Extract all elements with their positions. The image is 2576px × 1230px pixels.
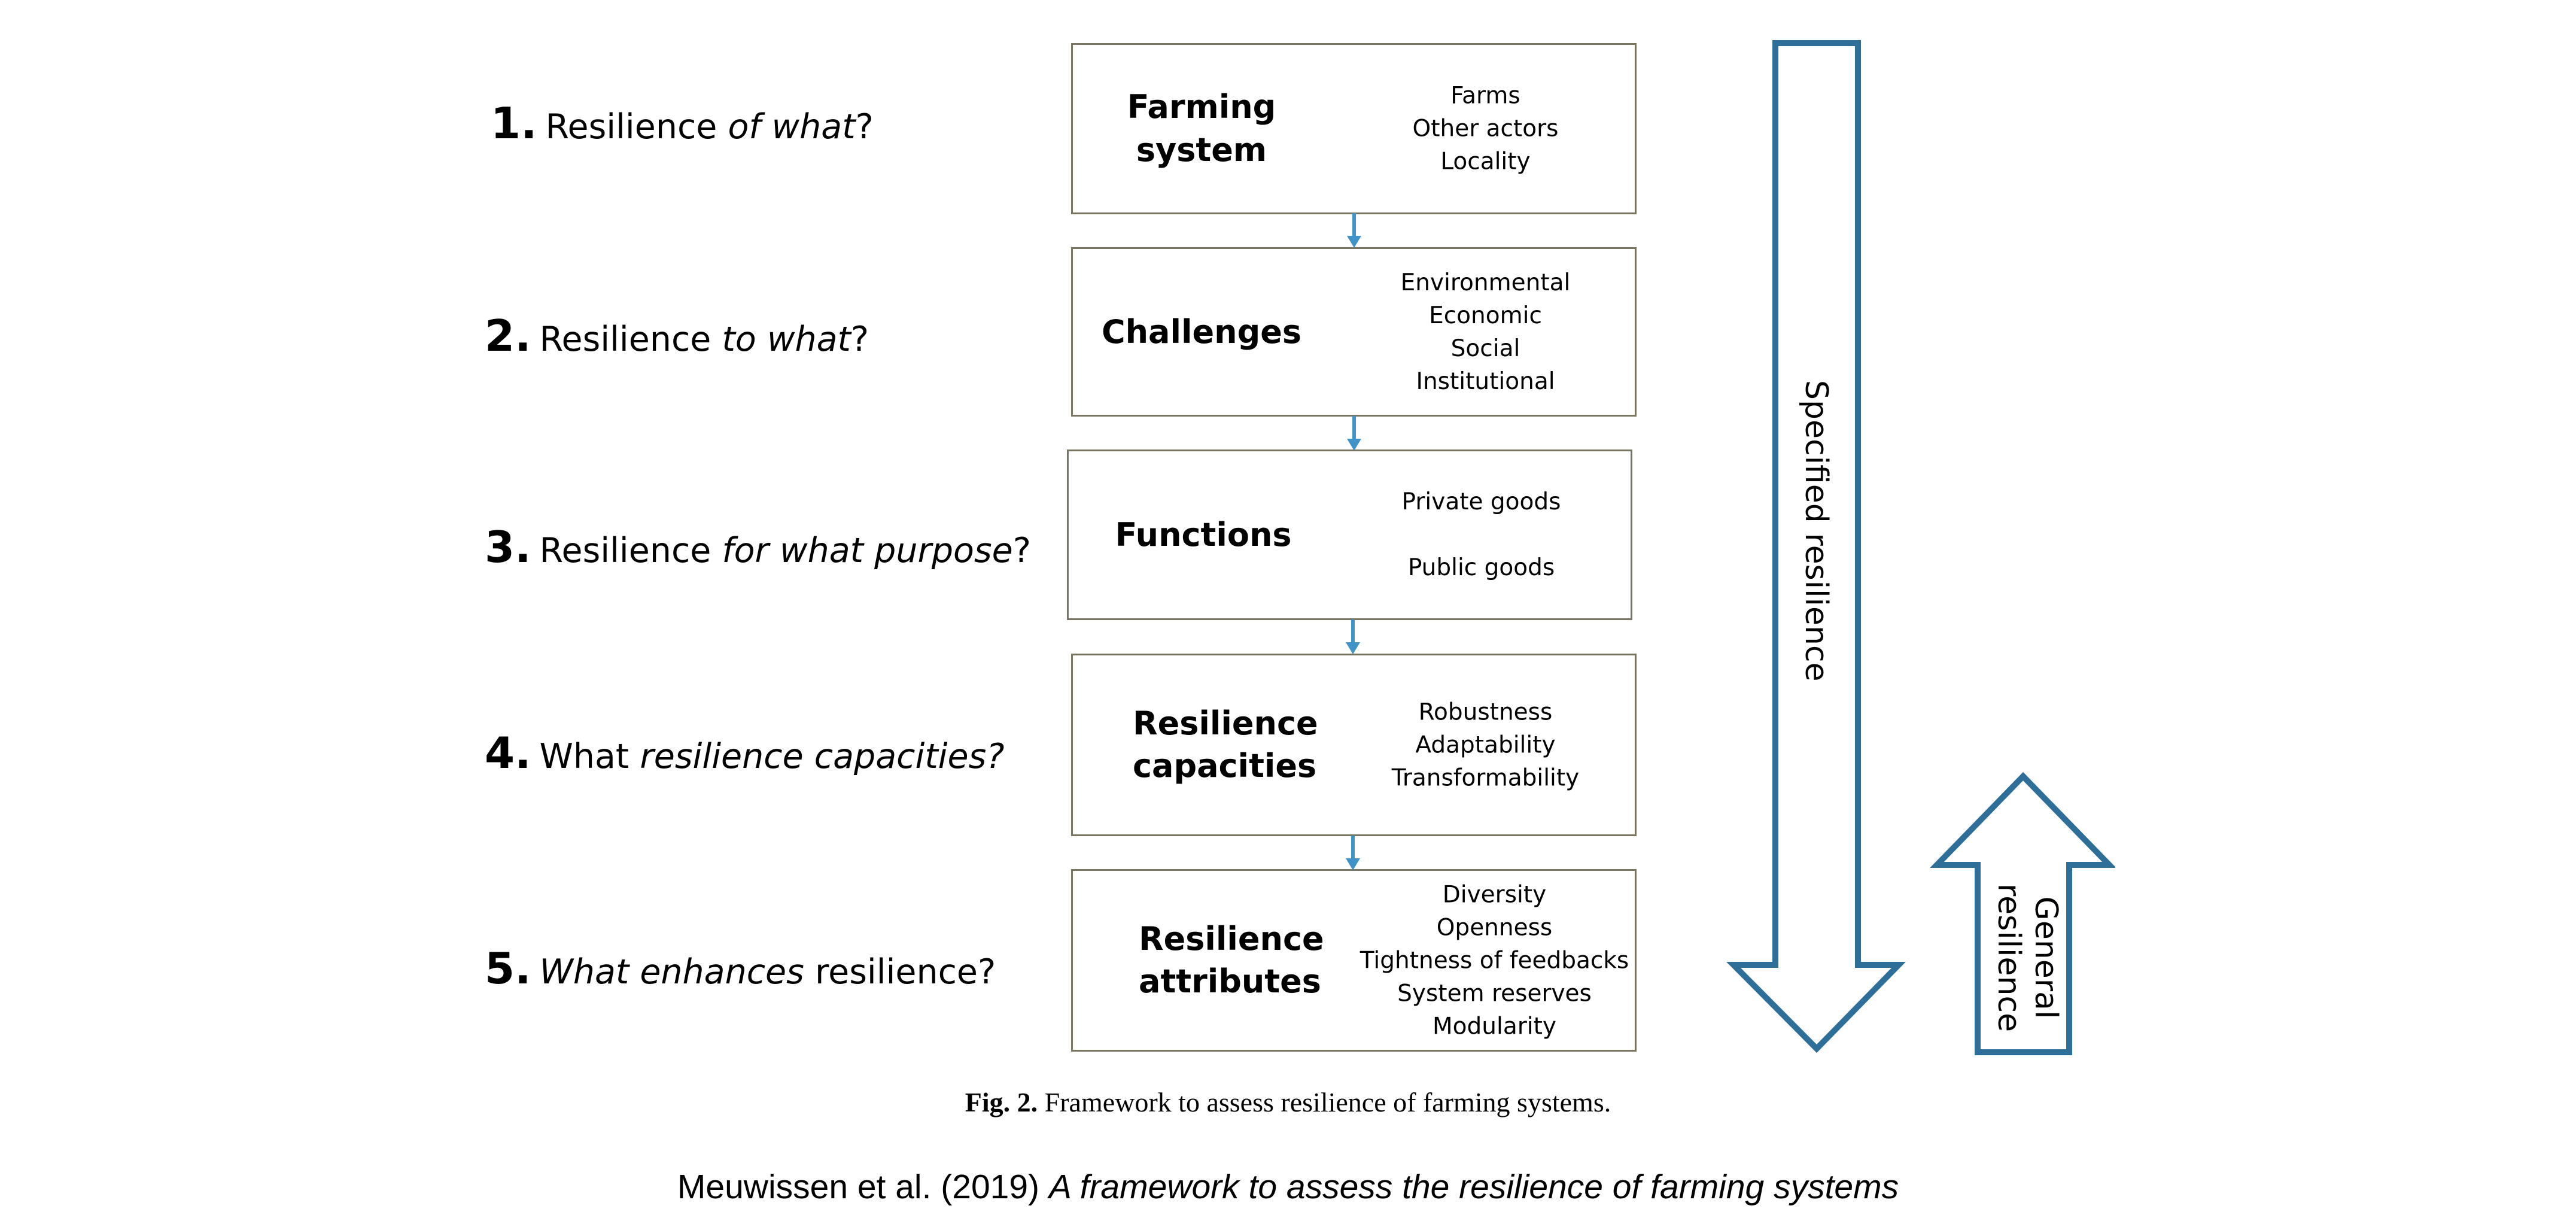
list-item: Adaptability (1415, 731, 1556, 758)
question-number: 3. (485, 522, 531, 572)
question-2: 2.Resilience to what? (485, 314, 869, 357)
list-item: Public goods (1407, 554, 1555, 581)
box-items: Diversity Openness Tightness of feedback… (1354, 878, 1635, 1043)
box-title: Challenges (1101, 312, 1302, 351)
list-item: Diversity (1442, 881, 1547, 908)
question-5: 5.What enhances resilience? (485, 947, 996, 990)
box-title: Resilience attributes (1139, 919, 1324, 1001)
list-item: Environmental (1400, 269, 1571, 296)
question-suffix: ? (1012, 531, 1031, 570)
list-item: Tightness of feedbacks (1360, 947, 1629, 974)
credit-authors: Meuwissen et al. (2019) (677, 1168, 1049, 1206)
list-item: Institutional (1416, 368, 1555, 395)
box-functions: Functions Private goods Public goods (1067, 450, 1632, 620)
box-items: Robustness Adaptability Transformability (1336, 696, 1635, 794)
flow-arrow-icon (1347, 213, 1361, 248)
question-emphasis: to what (722, 320, 851, 359)
list-item: System reserves (1397, 980, 1592, 1007)
box-challenges: Challenges Environmental Economic Social… (1071, 247, 1637, 417)
box-title: Resilience capacities (1133, 704, 1318, 785)
source-credit: Meuwissen et al. (2019) A framework to a… (0, 1167, 2576, 1207)
general-resilience-line: General (2028, 896, 2064, 1019)
question-number: 2. (485, 311, 531, 361)
flow-arrow-icon (1346, 619, 1360, 654)
flow-arrow-icon (1346, 836, 1360, 870)
question-emphasis: resilience capacities? (640, 737, 1005, 776)
box-items: Environmental Economic Social Institutio… (1336, 266, 1635, 398)
box-title: Farming system (1127, 88, 1276, 169)
credit-title: A framework to assess the resilience of … (1048, 1168, 1899, 1206)
question-text: Resilience (539, 320, 722, 359)
box-resilience-attributes: Resilience attributes Diversity Openness… (1071, 869, 1637, 1052)
general-resilience-arrow-icon (1930, 772, 2115, 1055)
question-1: 1.Resilience of what? (491, 102, 874, 145)
list-item: Modularity (1433, 1013, 1556, 1040)
box-title: Functions (1115, 515, 1292, 554)
figure-caption: Fig. 2. Framework to assess resilience o… (0, 1086, 2576, 1118)
question-emphasis: What enhances (539, 952, 804, 992)
question-emphasis: of what (728, 107, 856, 147)
general-resilience-label: General resilience (1981, 880, 2064, 1035)
question-3: 3.Resilience for what purpose? (485, 526, 1031, 569)
question-text: What (539, 737, 640, 776)
box-items: Farms Other actors Locality (1336, 80, 1635, 178)
list-item: Openness (1436, 914, 1553, 941)
list-item: Private goods (1401, 488, 1561, 515)
question-number: 4. (485, 728, 531, 778)
question-suffix: ? (855, 107, 874, 147)
box-farming-system: Farming system Farms Other actors Locali… (1071, 43, 1637, 214)
list-item: Farms (1450, 82, 1520, 110)
question-number: 1. (491, 98, 537, 148)
figure-caption-text: Framework to assess resilience of farmin… (1038, 1087, 1611, 1117)
question-suffix: resilience? (804, 952, 996, 992)
question-emphasis: for what purpose (722, 531, 1013, 570)
list-item: Economic (1429, 302, 1542, 329)
list-item: Robustness (1418, 698, 1553, 725)
question-number: 5. (485, 943, 531, 994)
box-resilience-capacities: Resilience capacities Robustness Adaptab… (1071, 654, 1637, 836)
question-text: Resilience (545, 107, 728, 147)
list-item: Social (1450, 335, 1520, 362)
question-text: Resilience (539, 531, 722, 570)
figure-label: Fig. 2. (965, 1087, 1038, 1117)
list-item: Locality (1440, 148, 1531, 175)
list-item: Other actors (1412, 115, 1559, 142)
general-resilience-line: resilience (1991, 883, 2027, 1032)
specified-resilience-label: Specified resilience (1798, 380, 1834, 682)
box-items: Private goods Public goods (1332, 469, 1631, 601)
flow-arrow-icon (1347, 416, 1361, 451)
specified-resilience-arrow-icon (1726, 40, 1906, 1053)
list-item: Transformability (1391, 764, 1580, 791)
question-4: 4.What resilience capacities? (485, 731, 1005, 775)
question-suffix: ? (850, 320, 869, 359)
